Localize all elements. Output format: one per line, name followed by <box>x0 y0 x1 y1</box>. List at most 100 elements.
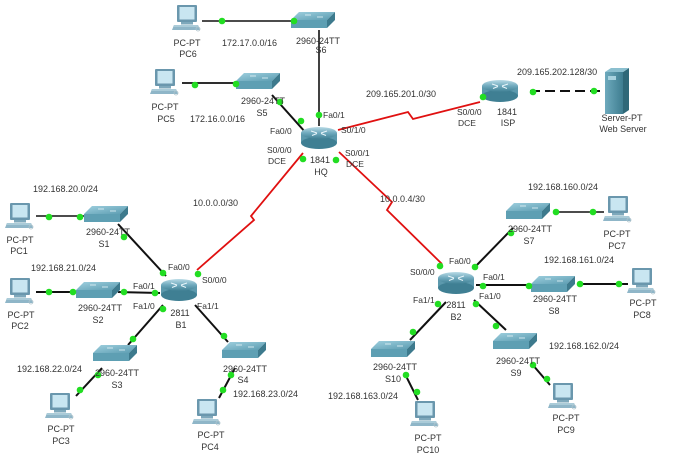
s8-name-label: S8 <box>548 306 559 316</box>
pc10-icon[interactable] <box>410 400 439 428</box>
port-dot <box>436 262 444 270</box>
pc6-model-label: PC-PT <box>174 38 202 48</box>
s4-name-label: S4 <box>237 375 248 385</box>
network-label-s8: 192.168.161.0/24 <box>544 255 614 265</box>
webserver-name-label: Web Server <box>599 124 646 134</box>
port-dot <box>45 288 53 296</box>
port-dot <box>232 80 240 88</box>
network-label-s7: 192.168.160.0/24 <box>528 182 598 192</box>
port-label-hq-s001-dce: DCE <box>346 159 364 169</box>
pc4-icon[interactable] <box>192 398 221 426</box>
port-label-b2-s000: S0/0/0 <box>410 267 435 277</box>
port-dot <box>479 93 487 101</box>
port-dot <box>299 155 307 163</box>
switch-s5-icon[interactable] <box>236 72 280 90</box>
s10-model-label: 2960-24TT <box>373 362 418 372</box>
port-label-b1-fa00: Fa0/0 <box>168 262 190 272</box>
switch-s8-icon[interactable] <box>531 275 575 293</box>
port-dot <box>492 322 500 330</box>
pc1-icon[interactable] <box>5 202 34 230</box>
pc6-icon[interactable] <box>172 4 201 32</box>
router-b2-icon[interactable] <box>438 272 474 294</box>
port-dot <box>120 233 128 241</box>
port-label-isp-s000: S0/0/0 <box>457 107 482 117</box>
switch-s3-icon[interactable] <box>93 344 137 362</box>
hq-name-label: HQ <box>314 167 328 177</box>
pc8-icon[interactable] <box>627 267 656 295</box>
s3-name-label: S3 <box>111 380 122 390</box>
network-label-s9: 192.168.162.0/24 <box>549 341 619 351</box>
router-isp-icon[interactable] <box>482 80 518 102</box>
port-dot <box>159 305 167 313</box>
switch-s10-icon[interactable] <box>371 340 415 358</box>
router-b1-icon[interactable] <box>161 279 197 301</box>
port-dot <box>471 263 479 271</box>
network-label-isp-web: 209.165.202.128/30 <box>517 67 597 77</box>
switch-s6-icon[interactable] <box>291 11 335 29</box>
s3-model-label: 2960-24TT <box>95 368 140 378</box>
network-label-s3: 192.168.22.0/24 <box>17 364 82 374</box>
pc3-icon[interactable] <box>45 392 74 420</box>
port-dot <box>472 300 480 308</box>
port-dot <box>76 213 84 221</box>
port-dot <box>402 371 410 379</box>
port-dot <box>276 98 284 106</box>
port-label-hq-s000-dce: DCE <box>268 156 286 166</box>
switch-s2-icon[interactable] <box>76 281 120 299</box>
link-hq-b1-serial <box>196 152 304 271</box>
pc7-model-label: PC-PT <box>604 229 632 239</box>
pc8-model-label: PC-PT <box>630 298 658 308</box>
b1-model-label: 2811 <box>170 308 189 318</box>
pc2-icon[interactable] <box>5 277 34 305</box>
port-dot <box>529 361 537 369</box>
port-dot <box>479 282 487 290</box>
switch-s1-icon[interactable] <box>84 205 128 223</box>
pc5-icon[interactable] <box>150 68 179 96</box>
webserver-model-label: Server-PT <box>601 113 643 123</box>
port-label-hq-s001: S0/0/1 <box>345 148 370 158</box>
isp-name-label: ISP <box>501 118 516 128</box>
pc9-icon[interactable] <box>548 382 577 410</box>
port-dot <box>45 213 53 221</box>
router-hq-icon[interactable] <box>301 127 337 149</box>
switch-s9-icon[interactable] <box>493 332 537 350</box>
port-dot <box>590 87 598 95</box>
s1-model-label: 2960-24TT <box>86 227 131 237</box>
network-label-pc5: 172.16.0.0/16 <box>190 114 245 124</box>
port-dot <box>69 288 77 296</box>
network-label-s1: 192.168.20.0/24 <box>33 184 98 194</box>
network-label-s10: 192.168.163.0/24 <box>328 391 398 401</box>
network-label-hq-b1: 10.0.0.0/30 <box>193 198 238 208</box>
s5-name-label: S5 <box>256 108 267 118</box>
network-label-hq-b2: 10.0.0.4/30 <box>380 194 425 204</box>
port-dot <box>290 17 298 25</box>
port-dot <box>219 386 227 394</box>
switch-s4-icon[interactable] <box>222 341 266 359</box>
s10-name-label: S10 <box>385 374 401 384</box>
pc7-icon[interactable] <box>603 195 632 223</box>
s9-name-label: S9 <box>510 368 521 378</box>
hq-model-label: 1841 <box>310 155 330 165</box>
port-label-b2-fa01: Fa0/1 <box>483 272 505 282</box>
port-label-b1-s000: S0/0/0 <box>202 275 227 285</box>
isp-model-label: 1841 <box>497 107 517 117</box>
port-dot <box>576 280 584 288</box>
port-dot <box>151 289 159 297</box>
pc10-model-label: PC-PT <box>415 433 443 443</box>
port-dot <box>332 156 340 164</box>
port-label-hq-s000: S0/0/0 <box>267 145 292 155</box>
port-dot <box>194 270 202 278</box>
s1-name-label: S1 <box>98 239 109 249</box>
pc6-name-label: PC6 <box>179 49 197 59</box>
link-s1-b1 <box>117 223 167 277</box>
pc2-name-label: PC2 <box>11 321 29 331</box>
switch-s7-icon[interactable] <box>506 202 550 220</box>
port-dot <box>218 17 226 25</box>
pc4-model-label: PC-PT <box>198 430 226 440</box>
webserver-icon[interactable] <box>605 68 629 114</box>
link-b2-s9 <box>473 299 507 331</box>
pc1-name-label: PC1 <box>10 246 28 256</box>
b2-name-label: B2 <box>450 312 461 322</box>
network-label-pc6: 172.17.0.0/16 <box>222 38 277 48</box>
s4-model-label: 2960-24TT <box>223 364 268 374</box>
